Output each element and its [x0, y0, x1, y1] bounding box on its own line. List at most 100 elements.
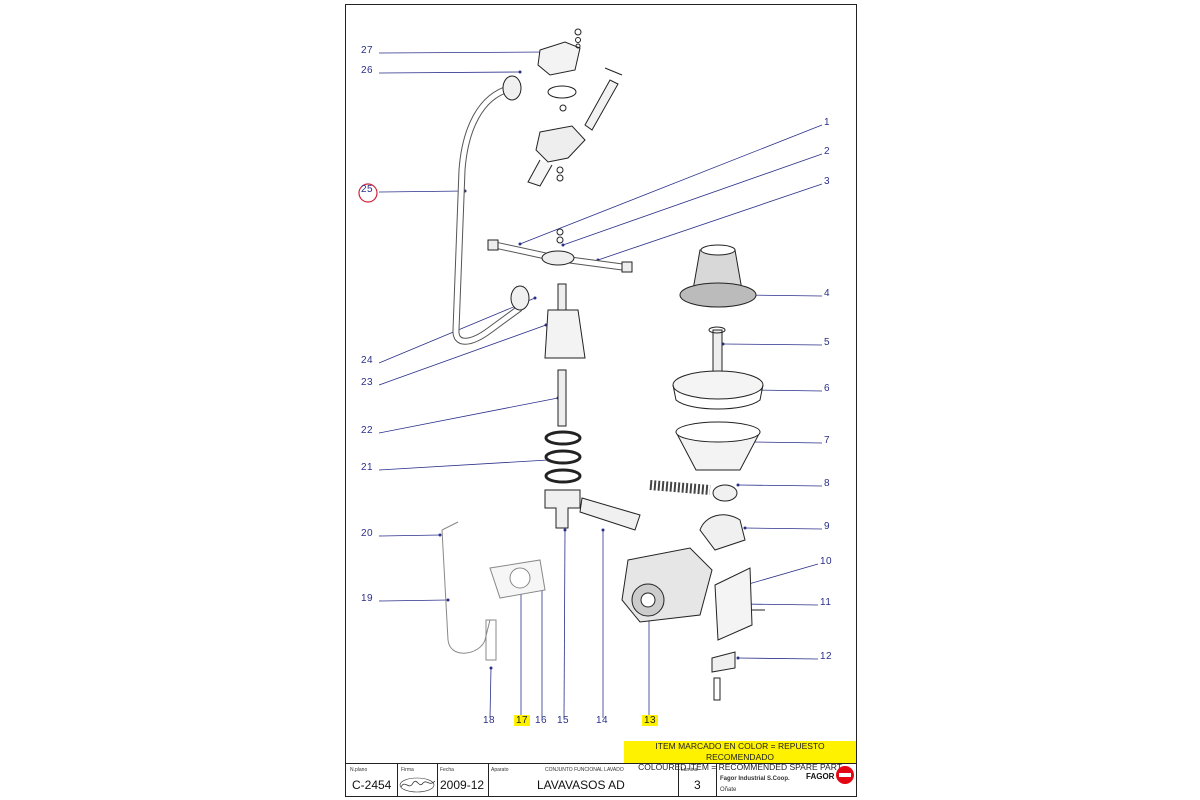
part-10-bracket	[714, 567, 753, 641]
part-9-elbow	[699, 514, 746, 551]
part-16-valve	[489, 559, 546, 599]
callout-1: 1	[824, 117, 831, 128]
part-tube-top	[584, 79, 619, 131]
callout-21: 21	[361, 462, 374, 473]
tb-divider-4	[678, 763, 679, 796]
callout-19: 19	[361, 593, 374, 604]
callout-10: 10	[820, 556, 833, 567]
tb-divider-3	[488, 763, 489, 796]
note-line-1: ITEM MARCADO EN COLOR = REPUESTO RECOMEN…	[655, 741, 825, 762]
callout-23: 23	[361, 377, 374, 388]
fagor-logo-icon	[836, 766, 854, 784]
part-19-cable	[441, 529, 491, 654]
leader-line-15	[563, 529, 566, 719]
leader-line-19	[378, 599, 449, 602]
part-drawings	[441, 28, 765, 701]
callout-7: 7	[824, 435, 831, 446]
part-valve-body	[535, 125, 586, 163]
firma-label: Firma	[401, 767, 414, 773]
callout-15: 15	[557, 715, 570, 726]
signature	[399, 777, 436, 793]
callout-14: 14	[596, 715, 609, 726]
part-24-spindle	[557, 283, 567, 311]
tb-divider-5	[716, 763, 717, 796]
leader-tip-19	[446, 598, 450, 602]
part-13-pump	[621, 547, 713, 623]
callout-25: 25	[361, 184, 374, 195]
leader-line-22	[378, 397, 559, 434]
leader-line-5	[722, 343, 823, 346]
part-12-clip	[711, 651, 736, 673]
callout-4: 4	[824, 288, 831, 299]
leader-tip-1	[518, 242, 522, 246]
callout-9: 9	[824, 521, 831, 532]
callout-22: 22	[361, 425, 374, 436]
leader-tip-9	[743, 526, 747, 530]
leader-tip-14	[601, 528, 605, 532]
part-6-basin	[672, 370, 764, 400]
tb-divider-1	[397, 763, 398, 796]
leader-line-8	[737, 484, 823, 487]
callout-18: 18	[483, 715, 496, 726]
leader-tip-8	[736, 483, 740, 487]
leader-tip-26	[518, 70, 522, 74]
leader-line-18	[489, 667, 492, 719]
leader-line-21	[378, 459, 549, 471]
leader-line-26	[378, 71, 521, 74]
part-21-ring	[544, 430, 582, 446]
callout-13: 13	[642, 715, 659, 726]
aparato-value: LAVAVASOS AD	[537, 778, 625, 792]
callout-8: 8	[824, 478, 831, 489]
leader-tip-18	[489, 666, 493, 670]
callout-6: 6	[824, 383, 831, 394]
lamina-label: Lamina	[681, 767, 698, 773]
note-line-2: COLOURED ITEM = RECOMMENDED SPARE PART	[638, 762, 842, 772]
leader-line-3	[597, 183, 823, 261]
leader-line-6	[751, 389, 823, 392]
company-city: Oñate	[720, 787, 737, 793]
conjunto-label: CONJUNTO FUNCIONAL LAVADO	[545, 767, 624, 773]
part-23-cone	[544, 309, 586, 359]
plano-label: N.plano	[350, 767, 368, 773]
callout-20: 20	[361, 528, 374, 539]
leader-line-20	[378, 534, 441, 537]
callout-17: 17	[514, 715, 531, 726]
spare-part-note: ITEM MARCADO EN COLOR = REPUESTO RECOMEN…	[624, 741, 856, 772]
leader-line-4	[744, 294, 823, 297]
callout-2: 2	[824, 146, 831, 157]
leader-tip-15	[563, 528, 567, 532]
part-15-tee	[544, 489, 581, 529]
leader-tip-12	[736, 656, 740, 660]
lamina-value: 3	[694, 778, 701, 792]
callout-27: 27	[361, 45, 374, 56]
callout-11: 11	[820, 597, 832, 608]
callout-16: 16	[535, 715, 548, 726]
part-14-pipe	[579, 497, 641, 531]
part-8-hose	[649, 480, 711, 495]
company-name: Fagor Industrial S.Coop.	[720, 776, 790, 782]
aparato-label: Aparato	[491, 767, 509, 773]
leader-line-27	[378, 51, 546, 54]
drawing-sheet	[345, 4, 857, 797]
brand-name: FAGOR	[806, 772, 835, 781]
title-block-top-border	[345, 763, 857, 764]
leader-line-12	[737, 657, 819, 660]
part-22-shaft	[557, 369, 567, 427]
leader-line-11	[739, 603, 819, 606]
callout-12: 12	[820, 651, 833, 662]
leader-line-23	[378, 324, 547, 386]
part-26-ring	[547, 85, 577, 99]
leader-tip-2	[561, 243, 565, 247]
callout-24: 24	[361, 355, 374, 366]
callout-5: 5	[824, 337, 831, 348]
part-4-filter	[679, 244, 757, 308]
callout-26: 26	[361, 65, 374, 76]
circled-callout-25	[358, 183, 378, 203]
leader-line-9	[744, 527, 823, 530]
leader-lines	[378, 50, 823, 719]
leader-tip-20	[438, 533, 442, 537]
tb-divider-2	[437, 763, 438, 796]
fecha-value: 2009-12	[440, 778, 485, 792]
callout-3: 3	[824, 176, 831, 187]
